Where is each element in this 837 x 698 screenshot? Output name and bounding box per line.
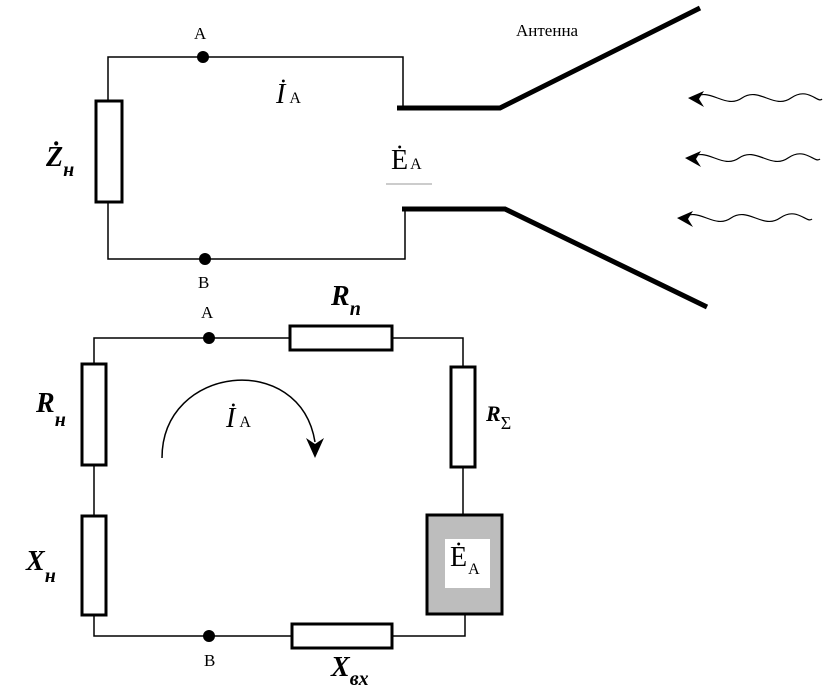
wave-2-arrowhead xyxy=(685,151,701,167)
wave-2 xyxy=(689,153,821,163)
antenna-lower-arm xyxy=(402,206,709,310)
bottom-emf-symbol: Ė xyxy=(450,542,467,573)
x-in-label: Xвх xyxy=(330,652,369,690)
bottom-emf-sub: А xyxy=(468,561,480,578)
x-load-sub: н xyxy=(45,565,56,587)
current-arc-arrow xyxy=(161,379,316,459)
top-node-a-label: A xyxy=(194,24,207,43)
top-node-b-label: B xyxy=(198,273,209,292)
top-circuit xyxy=(94,5,709,310)
top-wire-lower xyxy=(107,202,406,260)
wave-1-arrowhead xyxy=(688,91,704,107)
r-loss-resistor xyxy=(288,324,394,352)
r-rad-label: RΣ xyxy=(485,401,511,433)
wave-1 xyxy=(692,93,823,103)
bottom-node-a-label: A xyxy=(201,303,214,322)
top-node-b-dot xyxy=(199,253,211,265)
r-load-symbol: R xyxy=(35,388,55,419)
bottom-node-b-dot xyxy=(203,630,215,642)
x-in-reactance xyxy=(290,622,394,650)
bottom-current-symbol: İ xyxy=(225,403,237,434)
x-in-sub: вх xyxy=(350,668,369,690)
bottom-node-b-label: B xyxy=(204,651,215,670)
x-in-symbol: X xyxy=(330,652,351,683)
r-radiation-resistor xyxy=(449,365,477,469)
r-loss-sub: п xyxy=(350,298,361,320)
load-impedance-resistor xyxy=(94,99,124,204)
bottom-current-sub: А xyxy=(239,414,251,431)
x-load-label: Xн xyxy=(25,546,56,587)
current-arc-arrowhead xyxy=(306,438,324,458)
r-loss-symbol: R xyxy=(330,281,350,312)
wave-3 xyxy=(681,213,813,223)
top-load-label: Żн xyxy=(45,142,74,181)
top-emf-sub: А xyxy=(410,156,422,173)
bottom-wire-left-top xyxy=(93,337,290,364)
x-load-reactance xyxy=(80,514,108,617)
r-load-label: Rн xyxy=(35,388,66,431)
r-rad-sub: Σ xyxy=(501,413,511,433)
bottom-wire-right-bottom xyxy=(392,614,466,637)
r-loss-label: Rп xyxy=(330,281,361,320)
top-emf-symbol: Ė xyxy=(391,145,408,176)
r-rad-symbol: R xyxy=(485,401,501,426)
bottom-node-a-dot xyxy=(203,332,215,344)
wave-3-arrowhead xyxy=(677,211,693,227)
bottom-wire-right-top xyxy=(392,337,464,367)
r-load-sub: н xyxy=(55,409,66,431)
top-node-a-dot xyxy=(197,51,209,63)
top-current-symbol: İ xyxy=(275,79,287,110)
bottom-circuit xyxy=(93,337,466,637)
antenna-upper-arm xyxy=(397,5,702,111)
r-load-resistor xyxy=(80,362,108,467)
bottom-emf-label: ĖА xyxy=(450,542,480,578)
top-wire-upper xyxy=(107,56,404,108)
top-load-symbol: Ż xyxy=(45,142,63,173)
bottom-wire-left-bottom xyxy=(93,615,292,637)
incoming-waves xyxy=(681,93,823,223)
top-load-sub: н xyxy=(63,159,74,181)
antenna-label: Антенна xyxy=(516,21,579,40)
x-load-symbol: X xyxy=(25,546,46,577)
top-current-sub: А xyxy=(289,90,301,107)
emf-source-label-bg xyxy=(445,539,490,588)
